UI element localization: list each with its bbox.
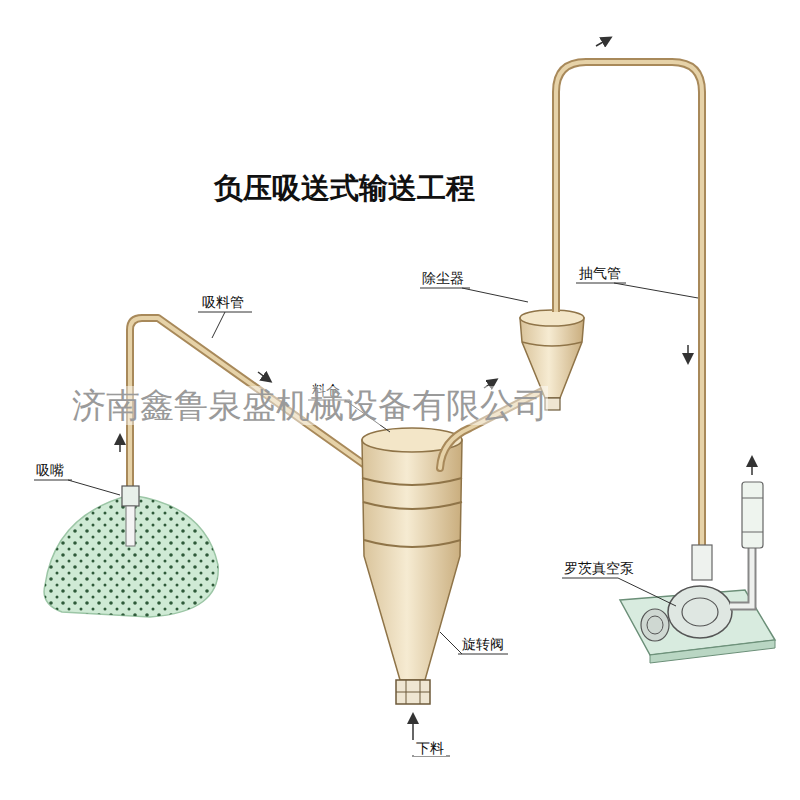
part-label: 除尘器 xyxy=(420,270,466,286)
part-label: 旋转阀 xyxy=(460,636,506,652)
part-label: 抽气管 xyxy=(577,265,623,281)
watermark: 济南鑫鲁泉盛机械设备有限公司 xyxy=(72,386,548,425)
part-label: 罗茨真空泵 xyxy=(562,560,636,576)
diagram-title: 负压吸送式输送工程 xyxy=(214,172,475,205)
part-label: 吸料管 xyxy=(200,294,246,310)
part-label: 下料 xyxy=(414,740,446,756)
part-label: 吸嘴 xyxy=(34,462,66,478)
